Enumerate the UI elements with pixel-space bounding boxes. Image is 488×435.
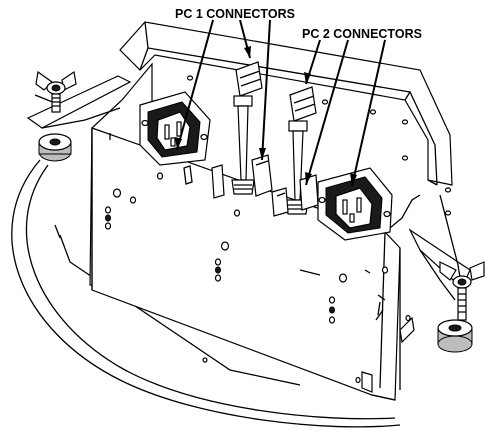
usb-cable-icon: [231, 61, 263, 195]
box-body: [89, 62, 421, 401]
pc1-leader-lines: [175, 19, 271, 161]
leveling-foot-icon: [437, 319, 473, 353]
front-face-holes: [104, 172, 411, 384]
leveling-foot-icon: [38, 133, 72, 162]
pc1-connectors-label: PC 1 CONNECTORS: [175, 7, 295, 21]
pc2-connectors-label: PC 2 CONNECTORS: [302, 27, 422, 41]
pc1-internal-connector: [183, 154, 273, 199]
wing-nut-icon: [439, 261, 485, 321]
pc2-power-inlet: [317, 167, 393, 241]
wing-nut-icon: [35, 70, 77, 113]
pc1-power-inlet: [139, 91, 211, 166]
pc2-leader-lines: [304, 39, 386, 187]
table-surface: [11, 159, 401, 428]
pc2-internal-connector: [271, 174, 319, 217]
back-frame: [119, 21, 453, 216]
left-clamp-bracket: [26, 75, 132, 129]
